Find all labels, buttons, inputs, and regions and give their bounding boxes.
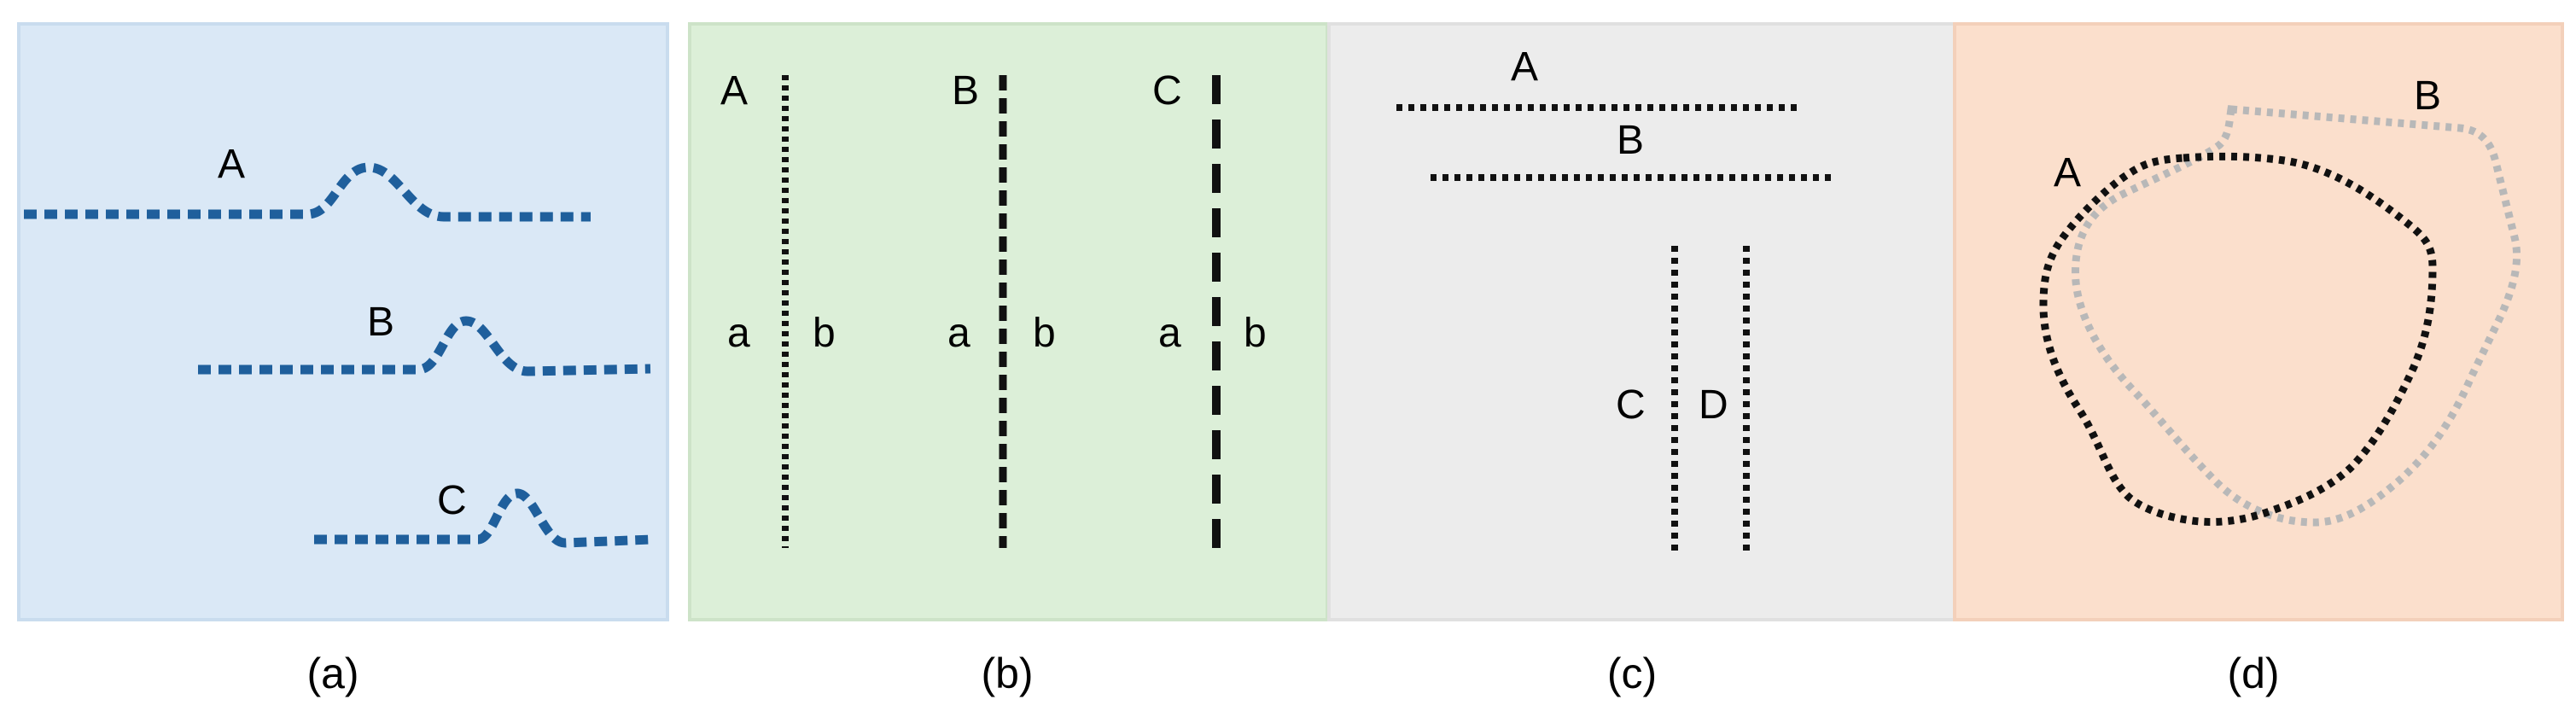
- label-b: B: [952, 68, 979, 114]
- panel-c: A B C D (c): [1327, 22, 1970, 697]
- side-label-a-1: a: [727, 311, 750, 356]
- side-label-a-2: a: [947, 311, 970, 356]
- label-b: B: [367, 300, 394, 345]
- panel-b: A a b B a b C a b (b): [688, 22, 1329, 697]
- label-d: D: [1699, 382, 1728, 428]
- label-c: C: [437, 478, 467, 523]
- label-a: A: [720, 68, 748, 114]
- wave-line-c: [314, 488, 653, 548]
- wave-line-b: [198, 316, 651, 376]
- label-a: A: [218, 142, 245, 187]
- caption-a: (a): [306, 650, 358, 697]
- side-label-b-1: b: [813, 311, 836, 356]
- panel-a-background: [17, 22, 669, 621]
- panel-a: A B C (a): [17, 22, 669, 697]
- side-label-b-2: b: [1033, 311, 1056, 356]
- panel-d: B A (d): [1953, 22, 2564, 697]
- caption-c: (c): [1607, 650, 1657, 697]
- label-b: B: [2414, 73, 2441, 119]
- panel-d-background: [1953, 22, 2564, 621]
- label-a: A: [1511, 44, 1538, 90]
- wave-line-a: [24, 162, 591, 222]
- label-c: C: [1152, 68, 1182, 114]
- label-c: C: [1616, 382, 1646, 428]
- caption-b: (b): [981, 650, 1033, 697]
- caption-d: (d): [2227, 650, 2279, 697]
- side-label-a-3: a: [1158, 311, 1181, 356]
- side-label-b-3: b: [1244, 311, 1267, 356]
- panel-c-background: [1327, 22, 1970, 621]
- label-a: A: [2054, 150, 2081, 195]
- label-b: B: [1617, 118, 1644, 163]
